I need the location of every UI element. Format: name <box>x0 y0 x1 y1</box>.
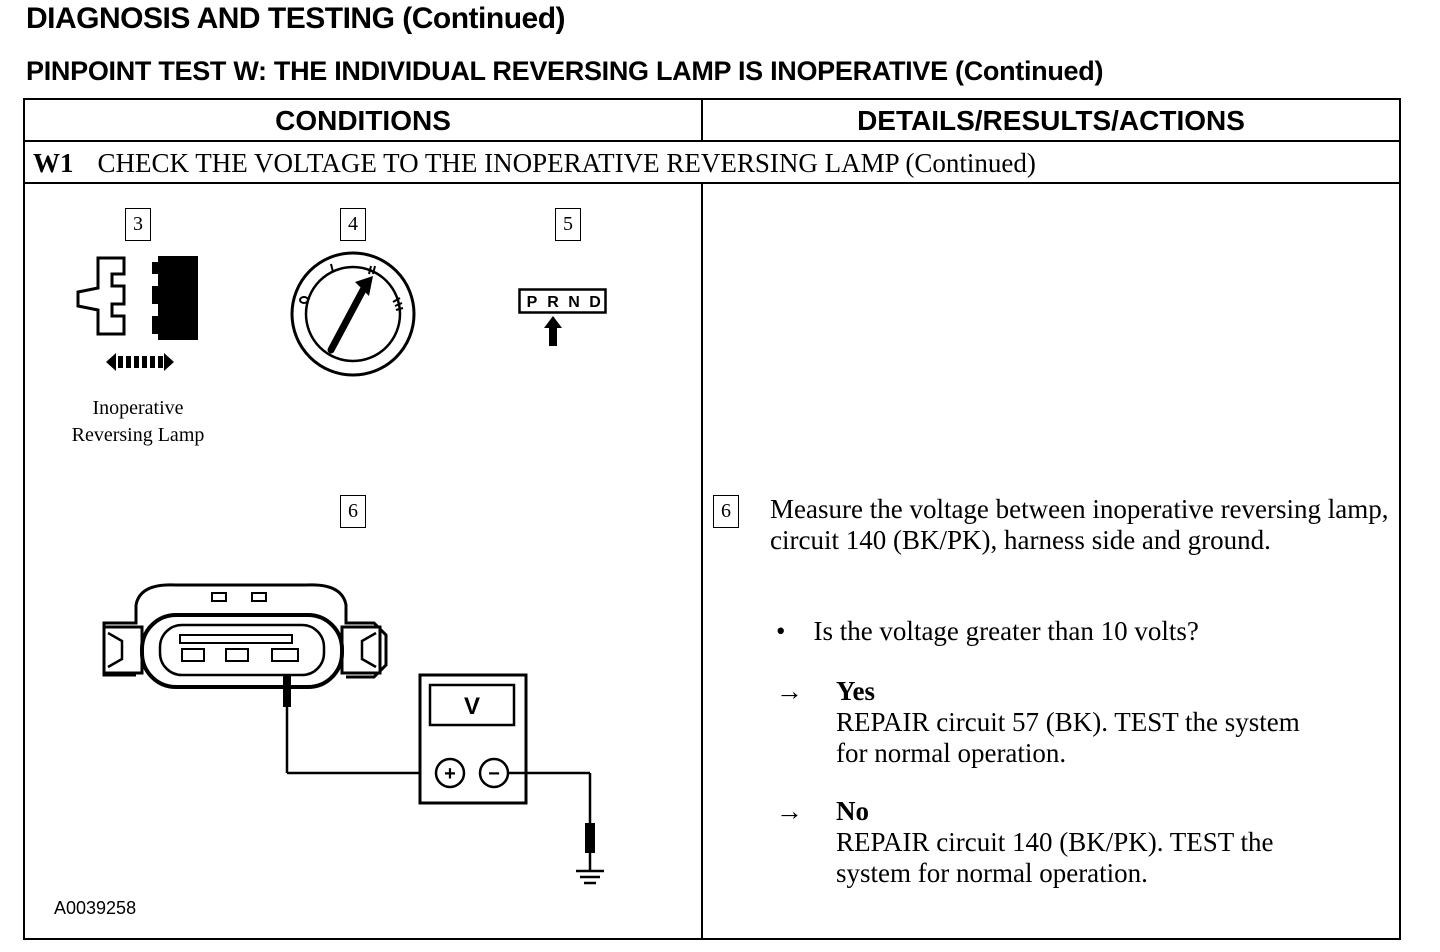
bullet-icon: • <box>776 616 786 646</box>
details-header: DETAILS/RESULTS/ACTIONS <box>857 105 1245 136</box>
question-row: • Is the voltage greater than 10 volts? <box>776 616 1199 647</box>
instruction-text: Measure the voltage between inoperative … <box>770 494 1389 555</box>
arrow-icon: → <box>776 676 803 706</box>
step-row: W1 CHECK THE VOLTAGE TO THE INOPERATIVE R… <box>33 148 1036 179</box>
lamp-caption: Inoperative Reversing Lamp <box>48 395 228 449</box>
pinpoint-table: CONDITIONS DETAILS/RESULTS/ACTIONS W1 CHE… <box>23 98 1401 940</box>
conditions-header: CONDITIONS <box>275 105 451 136</box>
step-row-divider <box>25 182 1399 184</box>
figure-id: A0039258 <box>54 898 137 918</box>
gear-selector-icon: P R N D <box>518 288 607 346</box>
header-column-divider <box>701 100 703 140</box>
step-6-figure-box: 6 <box>340 495 366 528</box>
page-title: DIAGNOSIS AND TESTING (Continued) <box>26 2 566 35</box>
action-no-line1: REPAIR circuit 140 (BK/PK). TEST the <box>836 827 1274 857</box>
meter-minus: − <box>488 763 500 785</box>
action-yes-line2: for normal operation. <box>836 738 1067 768</box>
action-yes-line1: REPAIR circuit 57 (BK). TEST the system <box>836 707 1300 737</box>
wiring-diagram: V + − <box>102 583 604 885</box>
step-5-box: 5 <box>555 208 581 241</box>
gear-letter-p: P <box>527 294 538 311</box>
step-6-instruction: Measure the voltage between inoperative … <box>770 494 1395 556</box>
body-column-divider <box>701 182 703 938</box>
step-3-box: 3 <box>125 208 151 241</box>
arrow-icon: → <box>776 796 803 826</box>
step-4-box: 4 <box>340 208 366 241</box>
connector-disconnect-icon <box>76 256 198 371</box>
step-6-detail-box: 6 <box>713 495 739 528</box>
header-divider <box>25 140 1399 142</box>
meter-plus: + <box>444 763 456 785</box>
step-id: W1 <box>33 148 74 178</box>
gear-letter-r: R <box>547 294 559 311</box>
action-no-line2: system for normal operation. <box>836 858 1148 888</box>
answer-yes: Yes <box>836 676 875 706</box>
gear-letter-n: N <box>568 294 580 311</box>
question-text: Is the voltage greater than 10 volts? <box>813 616 1199 646</box>
step-title: CHECK THE VOLTAGE TO THE INOPERATIVE REV… <box>97 148 1036 178</box>
lamp-caption-line1: Inoperative <box>92 397 184 419</box>
lamp-caption-line2: Reversing Lamp <box>71 424 205 446</box>
gear-letter-d: D <box>589 294 601 311</box>
ignition-switch-icon <box>290 251 416 377</box>
meter-label: V <box>464 693 480 720</box>
answer-no: No <box>836 796 869 826</box>
pinpoint-test-title: PINPOINT TEST W: THE INDIVIDUAL REVERSIN… <box>26 56 1104 86</box>
